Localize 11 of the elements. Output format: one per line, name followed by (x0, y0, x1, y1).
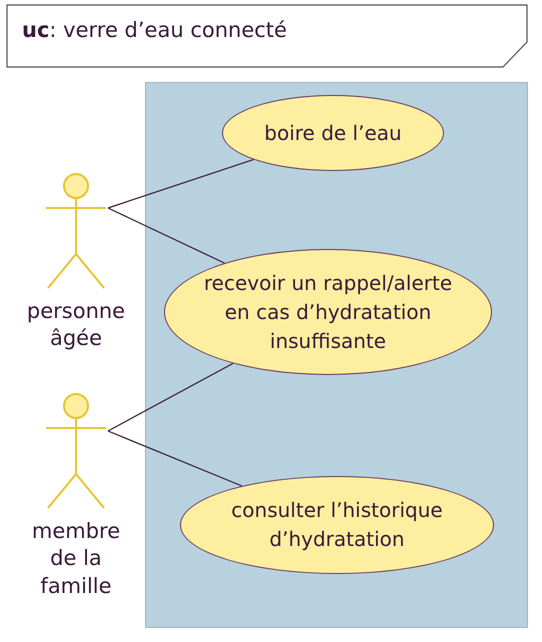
use-case-label: recevoir un rappel/alerte en cas d’hydratation insuffisante (202, 270, 454, 354)
diagram-title: uc: verre d’eau connecté (22, 18, 287, 42)
actor-label: personne âgée (26, 298, 126, 352)
system-boundary (145, 82, 528, 628)
use-case-label: boire de l’eau (264, 120, 402, 146)
association-line (108, 430, 242, 487)
association-line (108, 158, 254, 209)
use-case-label: consulter l’historique d’hydratation (230, 497, 444, 553)
association-line (108, 362, 234, 432)
association-line (108, 207, 225, 264)
actor-label: membre de la famille (30, 518, 122, 600)
